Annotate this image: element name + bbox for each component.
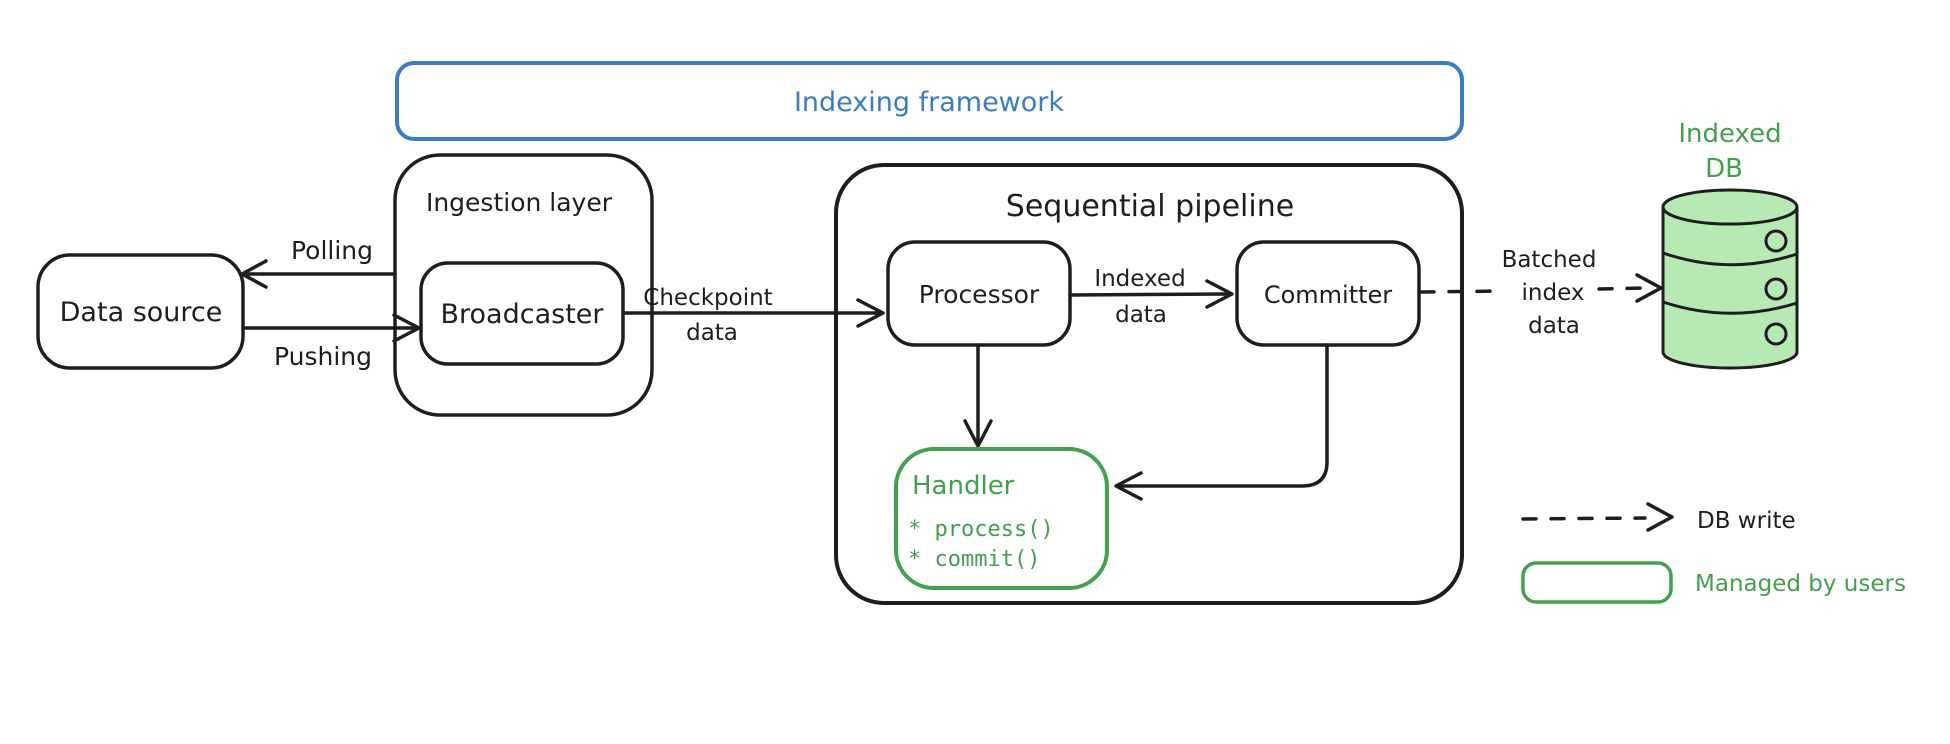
sequential-pipeline-label: Sequential pipeline [1006,189,1294,224]
processor-to-handler-arrow [963,343,993,448]
svg-text:Checkpoint: Checkpoint [643,285,772,311]
committer-label: Committer [1264,281,1392,309]
pushing-label: Pushing [274,342,372,371]
batched-index-data-label: Batched index data [1502,247,1597,339]
handler-method-process: * process() [908,517,1054,542]
svg-text:index: index [1522,280,1585,306]
indexing-framework-frame [395,61,1464,141]
data-source-label: Data source [60,297,223,328]
handler-method-commit: * commit() [908,547,1040,572]
pushing-arrow [241,313,421,343]
polling-arrow [240,259,397,289]
legend-db-write-arrow [1521,502,1674,532]
svg-text:DB: DB [1705,154,1743,184]
db-dot-icon [1764,229,1788,253]
broadcaster-label: Broadcaster [441,299,605,330]
handler-title: Handler [912,471,1015,501]
svg-text:Indexed: Indexed [1094,266,1185,292]
database-cylinder-icon [1661,188,1799,370]
svg-text:Indexed: Indexed [1678,119,1781,149]
db-dot-icon [1764,277,1788,301]
indexed-db-label: Indexed DB [1678,119,1781,184]
svg-text:data: data [1528,313,1580,339]
indexing-framework-label: Indexing framework [794,87,1064,118]
svg-text:data: data [1115,302,1167,328]
svg-text:data: data [686,320,738,346]
sequential-pipeline-box [834,163,1464,605]
handler-box [894,447,1109,590]
ingestion-layer-label: Ingestion layer [426,188,613,217]
data-source-box [36,253,245,370]
processor-label: Processor [919,280,1040,309]
polling-label: Polling [291,236,373,265]
indexed-data-label: Indexed data [1094,266,1185,328]
db-dot-icon [1764,322,1788,346]
legend-managed-label: Managed by users [1695,571,1906,597]
legend-db-write-label: DB write [1697,508,1796,534]
committer-to-handler-arrow [1114,343,1329,501]
ingestion-layer-box [393,153,654,417]
svg-text:Batched: Batched [1502,247,1597,273]
db-write-arrow [1419,273,1663,303]
indexed-data-arrow [1068,279,1234,309]
checkpoint-data-label: Checkpoint data [643,285,772,346]
legend-managed-box [1521,561,1673,604]
